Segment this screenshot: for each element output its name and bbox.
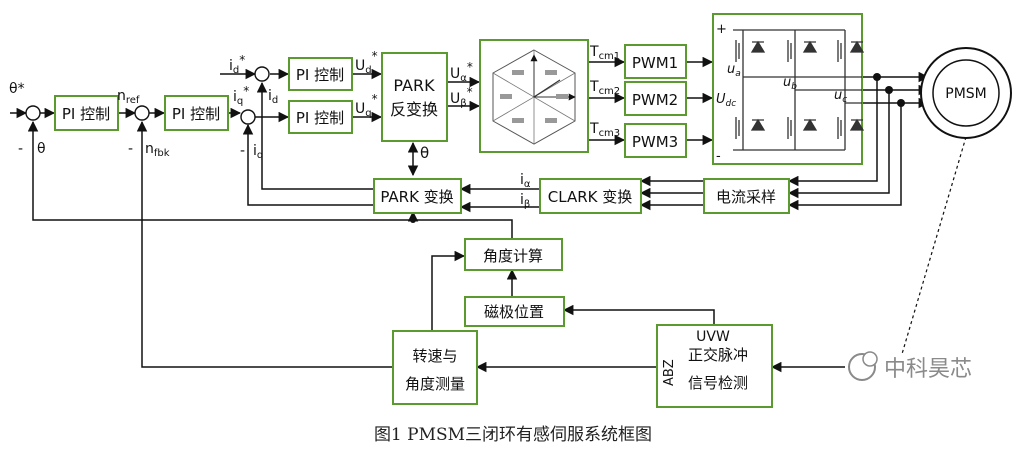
pwm1-label: PWM1 (632, 54, 678, 72)
speed-pi-block (164, 95, 229, 131)
current-sampling-label: 电流采样 (716, 188, 776, 206)
udc-label: Udc (716, 92, 736, 109)
pwm3-block (624, 123, 687, 158)
q-current-pi-label: PI 控制 (296, 109, 344, 127)
q-current-pi-block (288, 100, 353, 134)
iq-ref-label: iq* (233, 84, 249, 107)
watermark: 中科昊芯 (848, 351, 972, 382)
clark-transform-label: CLARK 变换 (548, 188, 632, 206)
theta-park-label: θ (420, 144, 429, 162)
speed-angle-measure-block (392, 330, 478, 405)
dc-minus-label: - (716, 149, 721, 164)
u-alpha-label: Uα* (450, 60, 473, 84)
abz-label: ABZ (662, 359, 677, 386)
signal-wires (10, 56, 967, 373)
i-beta-label: iβ (520, 192, 530, 210)
id-ref-label: id* (229, 53, 245, 76)
pmsm-motor: PMSM (920, 47, 1012, 139)
d-current-summer (254, 66, 270, 82)
uq-ref-label: Uq* (355, 92, 378, 119)
speed-summer (134, 105, 150, 121)
theta-feedback-label: θ (37, 141, 46, 157)
inverse-park-label-1: PARK (393, 76, 435, 95)
speed-angle-label-1: 转速与 (412, 347, 457, 365)
position-pi-label: PI 控制 (62, 105, 110, 123)
pwm1-block (624, 44, 687, 79)
pwm2-block (624, 81, 687, 116)
n-ref-label: nref (117, 88, 140, 106)
u-beta-label: Uβ* (450, 85, 473, 109)
clark-transform-block (539, 178, 642, 214)
motor-label: PMSM (945, 86, 987, 102)
current-sampling-block (703, 178, 790, 214)
signal-detection-label-2: 信号检测 (688, 374, 748, 392)
theta-ref-label: θ* (9, 81, 25, 97)
watermark-text: 中科昊芯 (884, 357, 972, 382)
uc-label: uc (834, 88, 847, 105)
inverse-park-block (381, 52, 448, 142)
pwm2-label: PWM2 (632, 91, 678, 109)
angle-calculation-block (464, 238, 563, 271)
iq-minus-label: - (240, 143, 245, 159)
tcm1-label: Tcm1 (589, 44, 620, 62)
figure-caption: 图1 PMSM三闭环有感伺服系统框图 (374, 425, 652, 445)
iq-feedback-label: iq (253, 143, 263, 161)
angle-calculation-label: 角度计算 (483, 247, 543, 265)
d-current-pi-label: PI 控制 (296, 66, 344, 84)
inverse-park-label-2: 反变换 (390, 100, 438, 119)
ua-label: ua (727, 62, 741, 79)
ub-label: ub (783, 75, 797, 92)
position-pi-block (54, 95, 119, 131)
pole-position-block (464, 296, 565, 327)
speed-pi-label: PI 控制 (172, 105, 220, 123)
speed-angle-label-2: 角度测量 (405, 375, 465, 393)
tcm3-label: Tcm3 (589, 121, 620, 139)
ud-ref-label: Ud* (355, 49, 378, 76)
signal-detection-label-1: 正交脉冲 (688, 346, 748, 364)
junction-dots (410, 73, 905, 223)
i-alpha-label: iα (520, 172, 531, 190)
pwm3-label: PWM3 (632, 133, 678, 151)
park-transform-block (373, 178, 462, 214)
signal-detection-block (656, 324, 773, 408)
tcm2-label: Tcm2 (589, 79, 620, 97)
d-current-pi-block (288, 57, 353, 91)
id-feedback-label: id (268, 88, 278, 106)
position-minus-label: - (18, 141, 23, 157)
dc-plus-label: + (716, 22, 727, 37)
svpwm-block (479, 39, 589, 153)
park-transform-label: PARK 变换 (380, 188, 453, 206)
speed-minus-label: - (128, 141, 133, 157)
uvw-label: UVW (696, 329, 730, 345)
position-summer (25, 105, 41, 121)
q-current-summer (240, 109, 256, 125)
n-fbk-label: nfbk (145, 141, 170, 159)
three-phase-inverter: + - (712, 13, 865, 165)
pole-position-label: 磁极位置 (484, 303, 544, 321)
